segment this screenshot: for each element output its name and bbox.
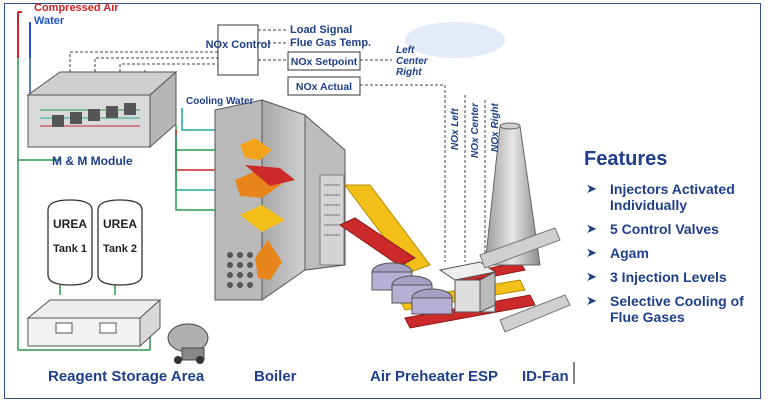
nox-setpoint-box [287, 51, 361, 71]
boiler-label: Boiler [254, 368, 297, 385]
mm-module-label: M & M Module [52, 154, 133, 168]
boiler [214, 99, 346, 301]
stack [405, 22, 571, 333]
features-list: ➤Injectors Activated Individually ➤5 Con… [584, 181, 764, 325]
id-fan-label: ID-Fan [522, 368, 569, 385]
center-label: Center [396, 56, 429, 67]
feature-item: ➤Injectors Activated Individually [586, 181, 735, 213]
arrow-bullet-icon: ➤ [586, 181, 597, 196]
urea-tank-2 [97, 199, 143, 286]
tank1-label: Tank 1 [53, 243, 87, 255]
feature-item: ➤5 Control Valves [586, 221, 719, 237]
feature-item: ➤Selective Cooling of Flue Gases [586, 293, 744, 325]
cooling-water-label: Cooling Water [186, 96, 254, 107]
nox-left-label: NOx Left [450, 108, 461, 150]
control-signal-lines [69, 29, 486, 262]
arrow-bullet-icon: ➤ [586, 293, 597, 308]
features-title: Features [584, 148, 668, 170]
air-preheater-label: Air Preheater [370, 368, 465, 385]
nox-right-label: NOx Right [490, 102, 501, 152]
nox-control-box [217, 24, 259, 76]
cooling-water-lines [175, 108, 230, 211]
feature-item: ➤3 Injection Levels [586, 269, 727, 285]
air-preheaters [371, 262, 453, 315]
load-signal-label: Load Signal [290, 24, 352, 36]
nox-control-label: NOx Control [206, 39, 271, 51]
nox-center-label: NOx Center [470, 102, 481, 158]
tanker-truck [167, 323, 209, 364]
nox-actual-box [287, 76, 361, 96]
figure-frame [4, 3, 761, 399]
water-label: Water [34, 15, 65, 27]
esp [438, 261, 497, 313]
arrow-bullet-icon: ➤ [586, 221, 597, 236]
left-label: Left [396, 45, 415, 56]
reagent-skid [26, 298, 162, 348]
nox-actual-label: NOx Actual [296, 81, 352, 93]
flue-gas-temp-label: Flue Gas Temp. [290, 37, 371, 49]
tank2-label: Tank 2 [103, 243, 137, 255]
urea-label-1: UREA [53, 217, 87, 231]
arrow-bullet-icon: ➤ [586, 269, 597, 284]
feature-item: ➤Agam [586, 245, 649, 261]
compressed-air-label: Compressed Air [34, 2, 119, 14]
features-panel: Features ➤Injectors Activated Individual… [584, 148, 764, 333]
mm-module [26, 70, 178, 149]
esp-label: ESP [468, 368, 499, 385]
reagent-storage-label: Reagent Storage Area [48, 368, 205, 385]
arrow-bullet-icon: ➤ [586, 245, 597, 260]
right-label: Right [396, 67, 422, 78]
urea-label-2: UREA [103, 217, 137, 231]
nox-setpoint-label: NOx Setpoint [291, 56, 358, 68]
urea-tank-1 [47, 199, 93, 286]
